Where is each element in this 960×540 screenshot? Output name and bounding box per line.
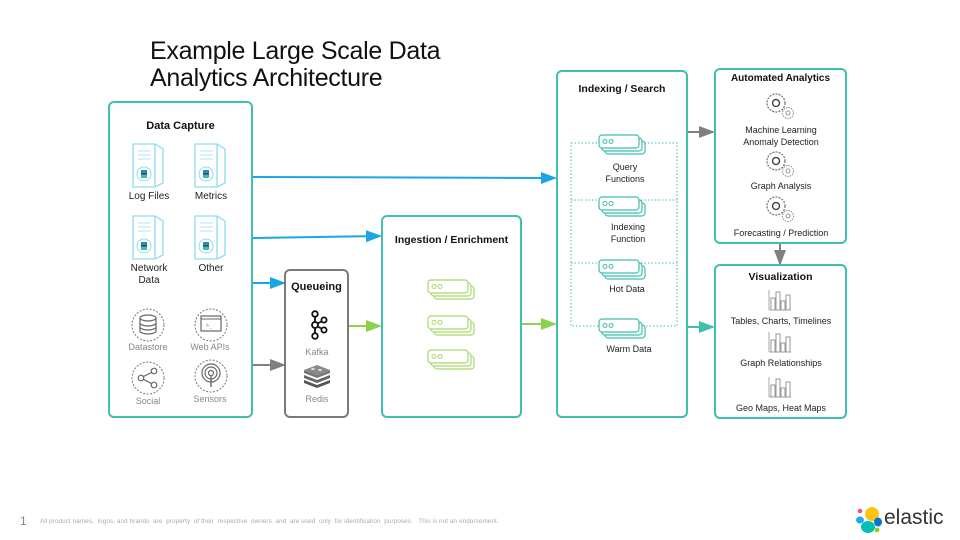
bar-chart-icon (768, 290, 791, 311)
redis-icon (304, 365, 330, 388)
title-line-2: Analytics Architecture (150, 64, 383, 92)
document-icon (194, 215, 226, 260)
arrow-capture-to-indexing (251, 171, 557, 184)
ingestion-title: Ingestion / Enrichment (394, 234, 509, 246)
gears-icon (766, 196, 795, 223)
server-stack-icon (598, 196, 646, 217)
source-network-data: Network Data (118, 263, 180, 287)
node-hot-data: Hot Data (609, 284, 645, 294)
node-warm-data: Warm Data (606, 344, 652, 354)
source-log-files: Log Files (128, 191, 170, 202)
analytics-ml-line1: Machine Learning (745, 125, 817, 135)
source-social: Social (135, 396, 161, 406)
elastic-logo-text: elastic (884, 506, 944, 529)
bar-chart-icon (768, 332, 791, 353)
gears-icon (766, 93, 795, 120)
viz-graph-relationships: Graph Relationships (740, 358, 822, 368)
viz-geo-maps: Geo Maps, Heat Maps (735, 403, 827, 413)
data-capture-title: Data Capture (146, 120, 215, 132)
analytics-graph: Graph Analysis (750, 181, 812, 191)
page-number: 1 (20, 514, 27, 528)
server-stack-icon (598, 259, 646, 280)
footer-disclaimer: All product names, logos, and brands are… (40, 518, 499, 525)
queue-redis: Redis (305, 394, 329, 404)
automated-analytics-panel: Automated Analytics (714, 68, 847, 244)
node-indexing-function: Indexing Function (593, 221, 663, 245)
data-capture-panel: Data Capture (108, 101, 253, 418)
indexing-panel: Indexing / Search (556, 70, 688, 418)
queueing-title: Queueing (291, 281, 342, 293)
svg-text:>_: >_ (206, 323, 213, 329)
server-stack-icon (427, 279, 475, 300)
page-title: Example Large Scale Data Analytics Archi… (150, 37, 441, 92)
bar-chart-icon (768, 377, 791, 398)
sensor-icon (194, 359, 228, 393)
document-icon (132, 143, 164, 188)
source-metrics: Metrics (194, 191, 228, 202)
share-icon (131, 361, 165, 395)
automated-analytics-title: Automated Analytics (730, 73, 831, 84)
arrow-capture-to-ingestion (251, 230, 382, 243)
analytics-ml-line2: Anomaly Detection (743, 137, 819, 147)
elastic-logo-icon (856, 507, 882, 533)
document-icon (194, 143, 226, 188)
indexing-title: Indexing / Search (578, 83, 666, 95)
node-query-functions: Query Functions (590, 161, 660, 185)
source-datastore: Datastore (128, 342, 168, 352)
kafka-icon (311, 310, 328, 340)
source-other: Other (198, 263, 224, 274)
gears-icon (766, 151, 795, 178)
queue-kafka: Kafka (305, 347, 329, 357)
source-sensors: Sensors (193, 394, 227, 404)
browser-icon: >_ (194, 308, 228, 342)
source-web-apis: Web APIs (190, 342, 230, 352)
server-stack-icon (598, 134, 646, 155)
node-indexing-function-label: Indexing Function (610, 222, 646, 244)
queueing-panel: Queueing (284, 269, 349, 418)
database-icon (131, 308, 165, 342)
server-stack-icon (427, 315, 475, 336)
server-stack-icon (427, 349, 475, 370)
viz-tables-charts: Tables, Charts, Timelines (730, 316, 832, 326)
title-line-1: Example Large Scale Data (150, 37, 441, 65)
source-network-data-label: Network Data (130, 263, 168, 286)
analytics-ml: Machine Learning Anomaly Detection (716, 124, 846, 148)
analytics-forecasting: Forecasting / Prediction (733, 228, 829, 238)
server-stack-icon (598, 318, 646, 339)
visualization-title: Visualization (748, 271, 813, 283)
document-icon (132, 215, 164, 260)
node-query-functions-label: Query Functions (605, 162, 645, 184)
